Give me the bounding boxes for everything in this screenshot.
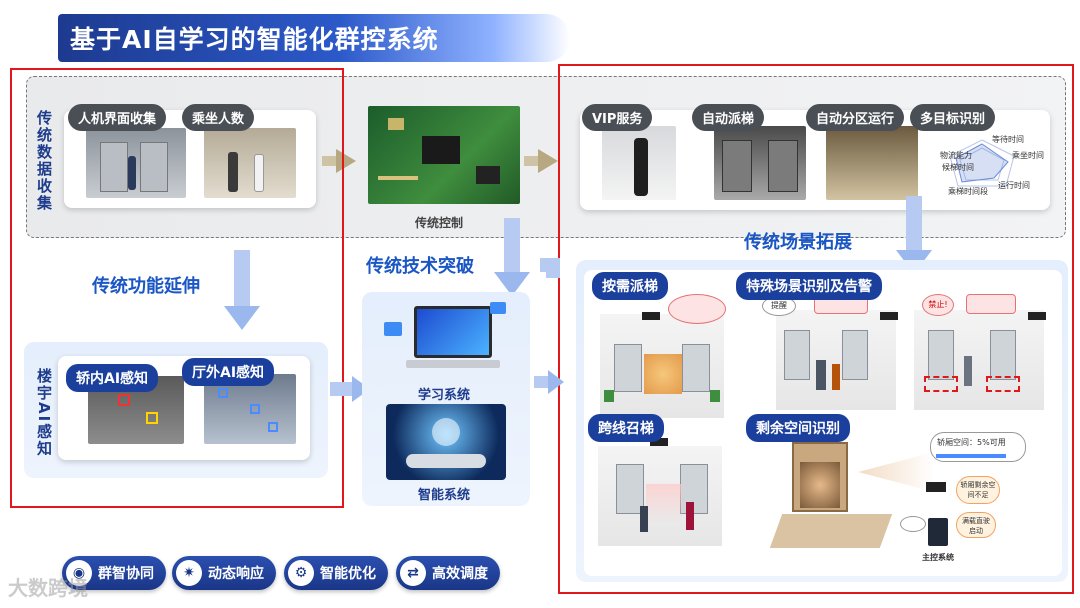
arrow-stem: [234, 250, 250, 308]
badge-efficient-dispatch: ⇄ 高效调度: [396, 556, 500, 590]
dispatch-icon: ⇄: [400, 560, 426, 586]
remaining-space-scene: [776, 442, 896, 552]
badge-dynamic-response: ✷ 动态响应: [172, 556, 276, 590]
badge-label: 动态响应: [208, 563, 264, 583]
crowd-thought-bubble: [668, 294, 726, 324]
badge-smart-optimize: ⚙ 智能优化: [284, 556, 388, 590]
arrow-right-icon: [538, 149, 558, 173]
on-demand-scene: [600, 314, 724, 418]
intelligent-system-caption: 智能系统: [418, 484, 470, 503]
camera-icon: [1028, 312, 1046, 320]
arrow-right-icon: [548, 370, 564, 394]
traditional-control-caption: 传统控制: [415, 214, 463, 231]
alert-panel: [966, 294, 1016, 314]
ai-robot-hand-image: [386, 404, 506, 480]
circuit-board-photo: [368, 106, 520, 204]
tag-hall-ai: 厅外AI感知: [182, 358, 274, 386]
camera-icon: [880, 312, 898, 320]
badge-label: 群智协同: [98, 563, 154, 583]
badge-label: 智能优化: [320, 563, 376, 583]
insufficient-bubble: 轿厢剩余空间不足: [956, 476, 1000, 504]
camera-icon: [642, 312, 660, 320]
function-extension-title: 传统功能延伸: [92, 272, 200, 298]
badge-label: 高效调度: [432, 563, 488, 583]
special-scene-right: [914, 310, 1044, 410]
server-caption: 主控系统: [922, 552, 954, 563]
page-title: 基于AI自学习的智能化群控系统: [70, 20, 439, 56]
full-load-bubble: 满载直驶启动: [956, 512, 996, 538]
thinking-bubble: [900, 516, 926, 532]
special-scene-left: [776, 310, 896, 410]
cross-line-scene: [598, 446, 722, 546]
server-icon: [928, 518, 948, 546]
tag-in-car-ai: 轿内AI感知: [66, 364, 158, 392]
response-icon: ✷: [176, 560, 202, 586]
computer-icon: [384, 300, 508, 378]
tag-remaining-space: 剩余空间识别: [746, 414, 850, 442]
watermark: 大数跨境: [8, 572, 88, 601]
tag-special-scenario: 特殊场景识别及告警: [736, 272, 882, 300]
tech-breakthrough-title: 传统技术突破: [366, 252, 474, 278]
arrow-stem: [906, 196, 922, 252]
tag-cross-line: 跨线召梯: [588, 414, 664, 442]
space-bar: [936, 454, 1006, 458]
arrow-up-right-icon: [540, 258, 560, 278]
building-ai-label: 楼宇AI感知: [34, 368, 55, 457]
optimize-icon: ⚙: [288, 560, 314, 586]
tag-on-demand: 按需派梯: [592, 272, 668, 300]
building-ai-card: 轿内AI感知 厅外AI感知: [58, 356, 310, 460]
arrow-stem: [330, 382, 354, 396]
learning-system-caption: 学习系统: [418, 384, 470, 403]
forbid-bubble: 禁止!: [922, 294, 954, 316]
scene-expansion-title: 传统场景拓展: [744, 228, 852, 254]
arrow-stem: [504, 218, 520, 274]
arrow-down-icon: [224, 306, 260, 330]
camera-icon: [926, 482, 946, 492]
